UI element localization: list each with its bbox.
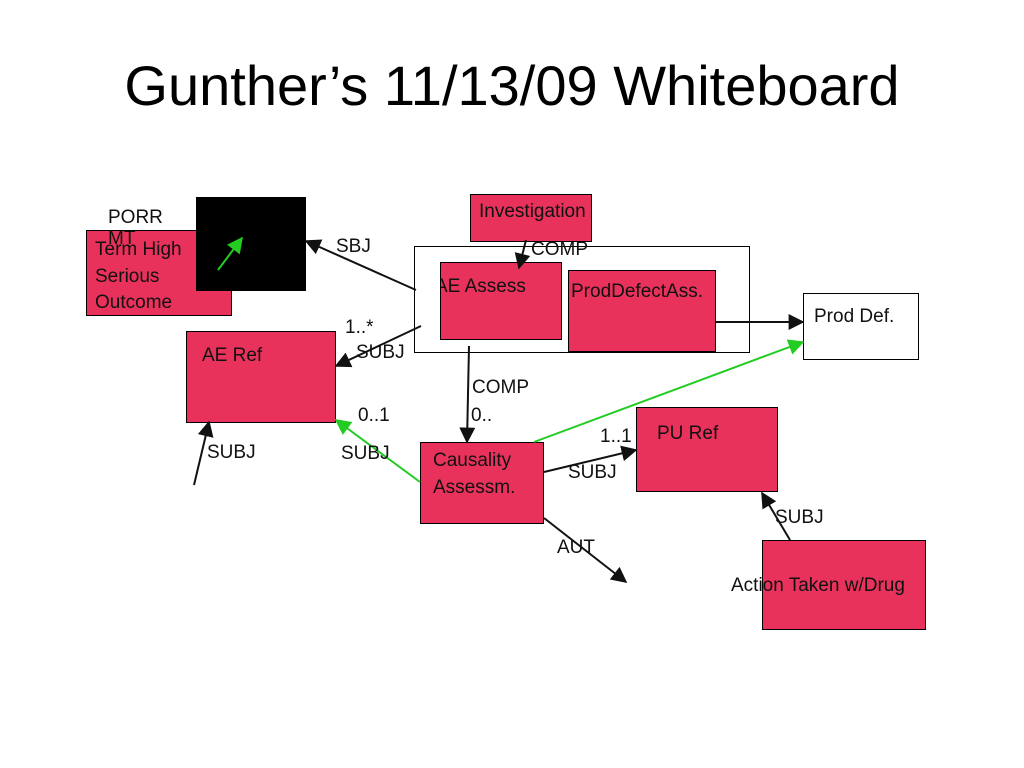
action-taken-box: Action Taken w/Drug bbox=[731, 540, 926, 630]
comp-mid-label: COMP bbox=[472, 377, 529, 398]
prod-defect-ass-box: ProdDefectAss. bbox=[568, 270, 716, 352]
subj-ae-ref-arrow bbox=[334, 325, 422, 368]
ae-ref-label: AE Ref bbox=[202, 345, 263, 366]
comp-mid-arrow bbox=[459, 345, 476, 444]
comp-top-arrow bbox=[514, 239, 531, 270]
green-prod-def-arrow bbox=[533, 339, 805, 443]
prod-def-box: Prod Def. bbox=[803, 293, 919, 360]
term-high-line-2: Serious bbox=[95, 265, 160, 287]
pu-ref-box: PU Ref bbox=[636, 407, 778, 492]
subj-left-label: SUBJ bbox=[207, 442, 256, 463]
zero-dot-label: 0.. bbox=[471, 405, 493, 426]
one-many-label: 1..* bbox=[345, 317, 374, 338]
subj-pu-arrow bbox=[543, 445, 638, 473]
sbj-label: SBJ bbox=[336, 236, 371, 257]
term-high-line-1: Term High bbox=[95, 239, 182, 260]
porr-label: PORR bbox=[108, 207, 163, 228]
pu-ref-label: PU Ref bbox=[657, 423, 719, 444]
subj-ae-ref-label: SUBJ bbox=[356, 342, 405, 363]
page-title: Gunther’s 11/13/09 Whiteboard bbox=[124, 54, 900, 117]
green-ae-ref-arrow bbox=[334, 419, 421, 483]
causality-assessm-box: Causality Assessm. bbox=[420, 442, 544, 524]
subj-mid-label: SUBJ bbox=[341, 443, 390, 464]
green-black-box-arrow bbox=[217, 236, 243, 271]
ae-ref-box: AE Ref bbox=[186, 331, 336, 423]
subj-left-arrow bbox=[193, 420, 214, 486]
mt-label: MT bbox=[108, 228, 136, 249]
term-high-line-3: Outcome bbox=[95, 292, 173, 314]
zero-one-label: 0..1 bbox=[358, 405, 390, 426]
ae-assess-label: AE Assess bbox=[440, 276, 526, 297]
comp-top-label: COMP bbox=[531, 239, 588, 260]
black-box bbox=[196, 197, 306, 291]
sbj-arrow bbox=[304, 239, 417, 291]
prod-def-label: Prod Def. bbox=[814, 306, 895, 327]
ae-assess-box: AE Assess bbox=[440, 262, 562, 340]
causality-line-1: Causality bbox=[433, 450, 512, 471]
aut-arrow bbox=[543, 517, 628, 583]
investigation-event-box: Investigation Event bbox=[470, 194, 592, 242]
investigation-event-label: Investigation Event bbox=[479, 201, 591, 222]
causality-line-2: Assessm. bbox=[433, 476, 516, 498]
prod-defect-ass-label: ProdDefectAss. bbox=[571, 281, 703, 302]
action-taken-label: Action Taken w/Drug bbox=[731, 575, 905, 596]
subj-pu-label: SUBJ bbox=[568, 462, 617, 483]
one-one-label: 1..1 bbox=[600, 426, 632, 447]
aut-label: AUT bbox=[557, 537, 595, 558]
subj-action-arrow bbox=[761, 491, 791, 541]
subj-action-label: SUBJ bbox=[775, 507, 824, 528]
assessment-group-frame bbox=[414, 246, 750, 353]
